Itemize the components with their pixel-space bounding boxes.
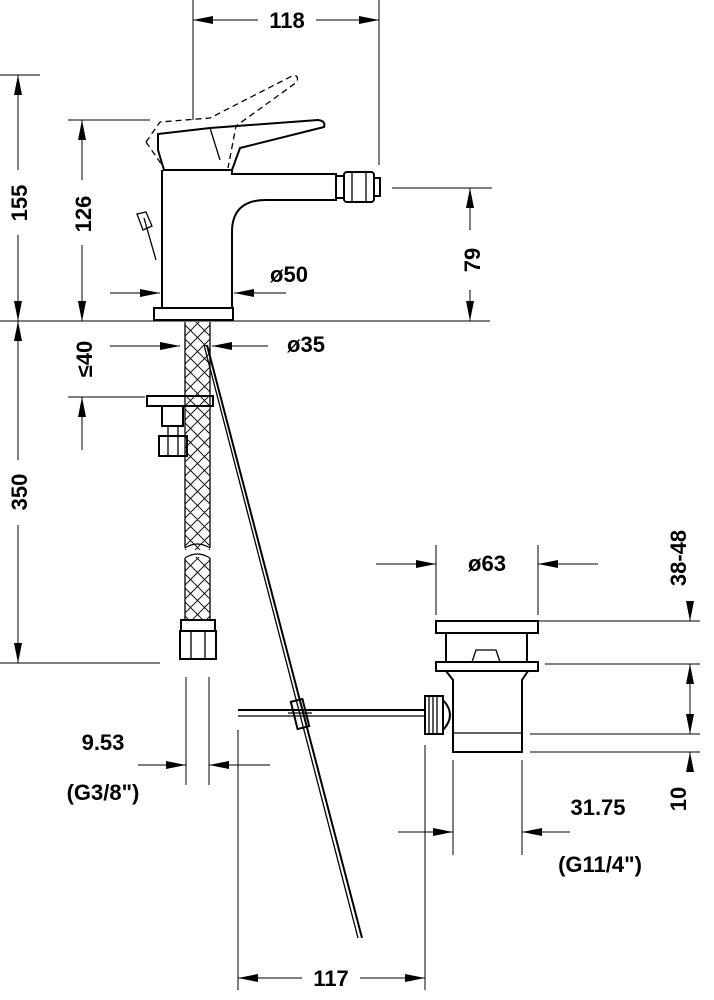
dim-155-label: 155	[7, 185, 32, 222]
dim-g3-8-label: (G3/8")	[67, 780, 140, 805]
mounting-kit	[146, 395, 214, 457]
dim-155: 155	[7, 75, 32, 321]
dim-38-48-label: 38-48	[666, 530, 691, 586]
dim-350: 350	[7, 321, 32, 663]
dim-50: ø50	[110, 262, 308, 297]
dim-126-label: 126	[71, 196, 96, 233]
dim-126: 126	[71, 120, 96, 321]
waste-valve	[424, 620, 539, 753]
dim-63: ø63	[376, 551, 598, 576]
dim-10: 10	[666, 752, 694, 811]
dim-38-48: 38-48	[666, 530, 694, 734]
dim-10-label: 10	[666, 787, 691, 811]
dim-31-75-label: 31.75	[570, 795, 625, 820]
supply-hose	[179, 322, 217, 660]
dim-117-label: 117	[313, 966, 349, 991]
dim-350-label: 350	[7, 474, 32, 511]
dim-50-label: ø50	[270, 262, 308, 287]
dim-31-75: 31.75 (G11/4")	[398, 795, 642, 877]
extension-lines	[0, 0, 700, 990]
dim-118: 118	[193, 8, 379, 33]
dim-79: 79	[460, 188, 485, 321]
pop-up-rod	[203, 344, 425, 939]
dim-118-label: 118	[269, 8, 305, 33]
dim-63-label: ø63	[468, 551, 506, 576]
dim-9-53-label: 9.53	[82, 730, 125, 755]
dim-117: 117	[238, 966, 425, 991]
dim-9-53: 9.53 (G3/8")	[67, 730, 270, 805]
mixer-body	[136, 74, 381, 321]
dim-g11-4-label: (G11/4")	[558, 852, 642, 877]
dim-35-label: ø35	[287, 332, 325, 357]
dim-79-label: 79	[460, 248, 485, 272]
dim-35: ø35	[110, 332, 325, 357]
dim-40-label: ≤40	[72, 341, 97, 378]
dim-40: ≤40	[72, 290, 97, 450]
